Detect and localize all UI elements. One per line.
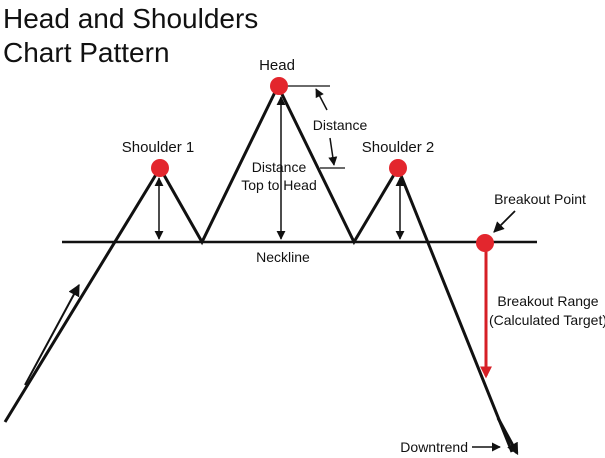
- downtrend-label: Downtrend: [400, 439, 468, 455]
- uptrend-arrow: [24, 283, 80, 386]
- title-line-2: Chart Pattern: [3, 37, 170, 68]
- distance-arrow-up: [315, 88, 328, 111]
- shoulder2-marker: [389, 159, 407, 177]
- shoulder1-label: Shoulder 1: [122, 139, 195, 156]
- breakout-point-marker: [476, 234, 494, 252]
- distance-label: Distance: [313, 117, 368, 133]
- price-path: [3, 82, 514, 453]
- distance-top-label-line-1: Distance: [252, 159, 307, 175]
- shoulder1-marker: [151, 159, 169, 177]
- head-label: Head: [259, 57, 295, 74]
- distance-top-label-line-2: Top to Head: [241, 177, 317, 193]
- shoulder2-label: Shoulder 2: [362, 139, 435, 156]
- breakout-point-pointer: [493, 210, 516, 233]
- neckline-label: Neckline: [256, 249, 310, 265]
- downtrend-arrowhead: [496, 417, 519, 456]
- title-line-1: Head and Shoulders: [3, 3, 259, 34]
- head-marker: [270, 77, 288, 95]
- breakout-range-label-line-2: (Calculated Target): [489, 312, 605, 328]
- distance-arrow-down: [328, 137, 338, 166]
- breakout-range-label-line-1: Breakout Range: [497, 293, 598, 309]
- breakout-point-label: Breakout Point: [494, 191, 586, 207]
